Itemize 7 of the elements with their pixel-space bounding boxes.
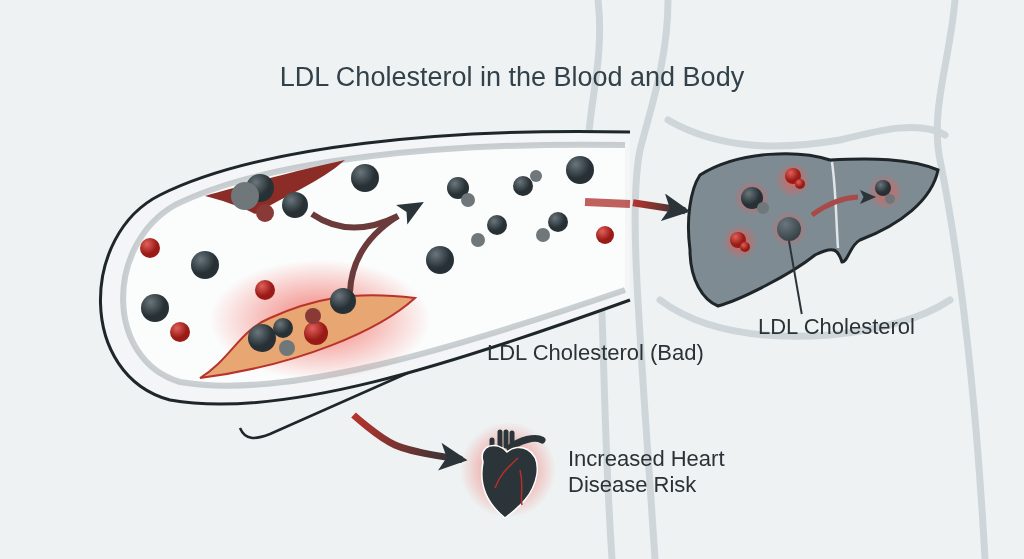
leader-line	[788, 240, 803, 315]
part-label: LDL Cholesterol (Bad)	[487, 340, 704, 366]
node-caption: Increased Heart Disease Risk	[568, 446, 726, 498]
diagram-title: LDL Cholesterol in the Blood and Body	[278, 62, 746, 93]
arrow	[351, 412, 468, 471]
arrow	[632, 193, 691, 222]
particle-label: LDL Cholesterol	[758, 314, 933, 344]
